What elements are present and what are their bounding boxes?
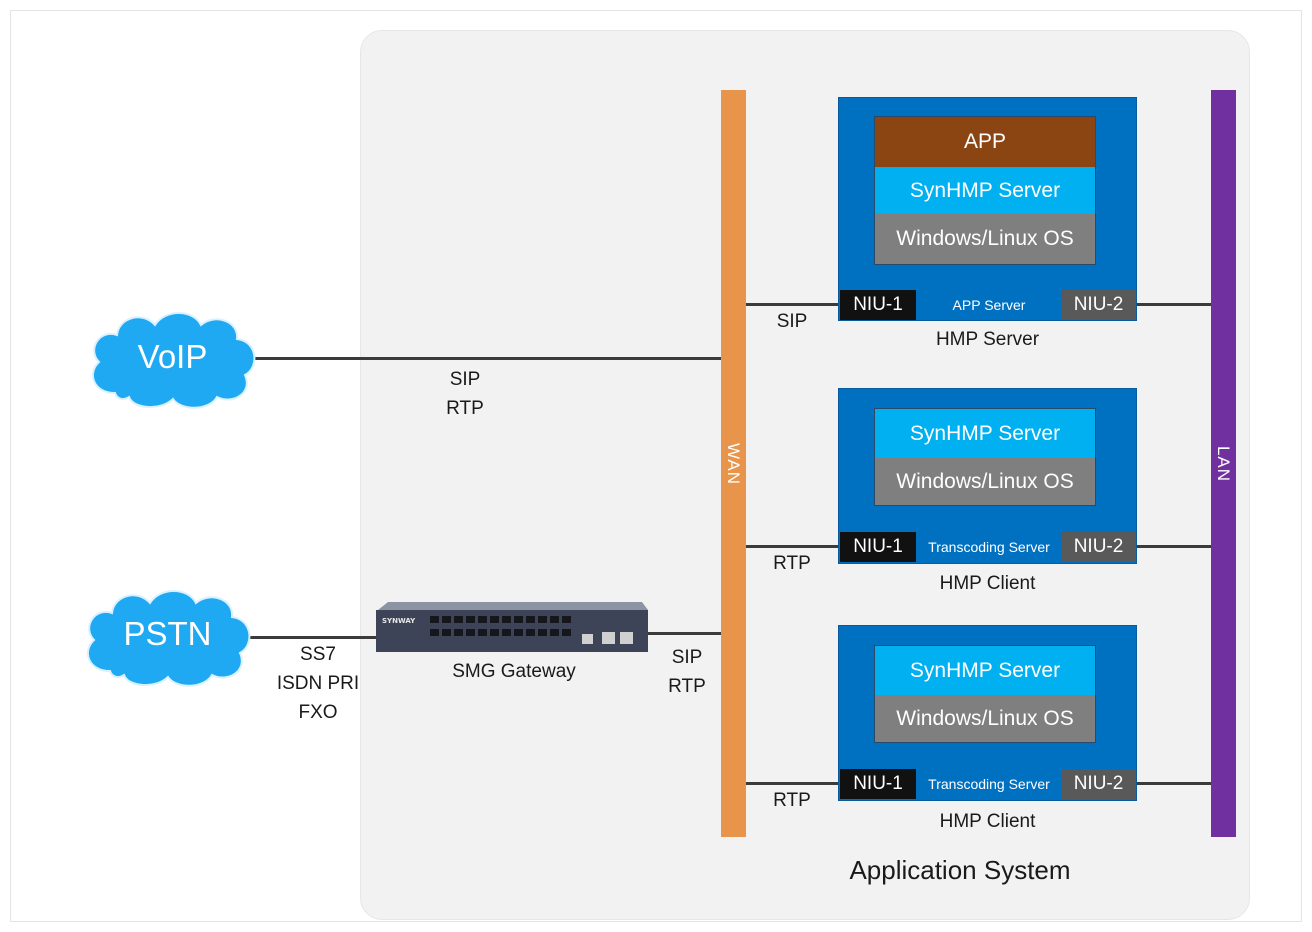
niu-2-port: NIU-2 [1062,290,1135,320]
hmp-server-caption: HMP Server [935,329,1040,350]
hmp-server-stack: APP SynHMP Server Windows/Linux OS [874,116,1096,265]
application-system-label: Application System [849,855,1071,885]
niu-2-port: NIU-2 [1062,532,1135,562]
voip-link-label-rtp: RTP [446,398,484,419]
voip-wan-line [255,357,723,360]
pstn-cloud-label: PSTN [123,615,212,652]
pstn-gateway-line [250,636,378,639]
os-layer: Windows/Linux OS [875,458,1095,505]
os-layer: Windows/Linux OS [875,214,1095,264]
lan-bus: LAN [1211,90,1236,837]
app-layer: APP [875,117,1095,167]
hmp-server-lan-line [1137,303,1212,306]
hmp-server-link-label: SIP [776,311,808,332]
niu-1-port: NIU-1 [840,769,916,799]
hmp-client-caption: HMP Client [939,573,1036,594]
pstn-link-label-ss7: SS7 [300,644,336,665]
synhmp-layer: SynHMP Server [875,409,1095,458]
client2-lan-line [1137,782,1212,785]
hmp-client-caption: HMP Client [939,811,1036,832]
voip-cloud-icon [91,312,256,409]
pstn-cloud-icon [86,590,251,687]
niu-1-port: NIU-1 [840,532,916,562]
wan-label: WAN [724,442,744,485]
lan-label: LAN [1214,445,1234,482]
server-role-label: Transcoding Server [928,776,1050,792]
gateway-link-label-sip: SIP [671,647,703,668]
wan-client1-line [745,545,840,548]
wan-client2-line [745,782,840,785]
os-layer: Windows/Linux OS [875,695,1095,742]
smg-gateway-label: SMG Gateway [452,661,576,682]
server-role-label: APP Server [952,297,1026,313]
diagram-frame [10,10,1302,922]
hmp-client-stack: SynHMP Server Windows/Linux OS [874,645,1096,743]
client1-lan-line [1137,545,1212,548]
gateway-link-label-rtp: RTP [668,676,706,697]
voip-link-label-sip: SIP [449,369,481,390]
hmp-client-stack: SynHMP Server Windows/Linux OS [874,408,1096,506]
gateway-brand: SYNWAY [382,617,416,625]
wan-bus: WAN [721,90,746,837]
synhmp-layer: SynHMP Server [875,167,1095,214]
voip-cloud-label: VoIP [137,338,208,375]
smg-gateway-icon: SYNWAY [376,602,648,652]
gateway-wan-line [648,632,723,635]
client1-link-label: RTP [773,553,811,574]
wan-hmp-server-line [745,303,840,306]
niu-1-port: NIU-1 [840,290,916,320]
synhmp-layer: SynHMP Server [875,646,1095,695]
niu-2-port: NIU-2 [1062,769,1135,799]
server-role-label: Transcoding Server [928,539,1050,555]
client2-link-label: RTP [773,790,811,811]
pstn-link-label-isdn: ISDN PRI [276,673,360,694]
pstn-link-label-fxo: FXO [298,702,338,723]
